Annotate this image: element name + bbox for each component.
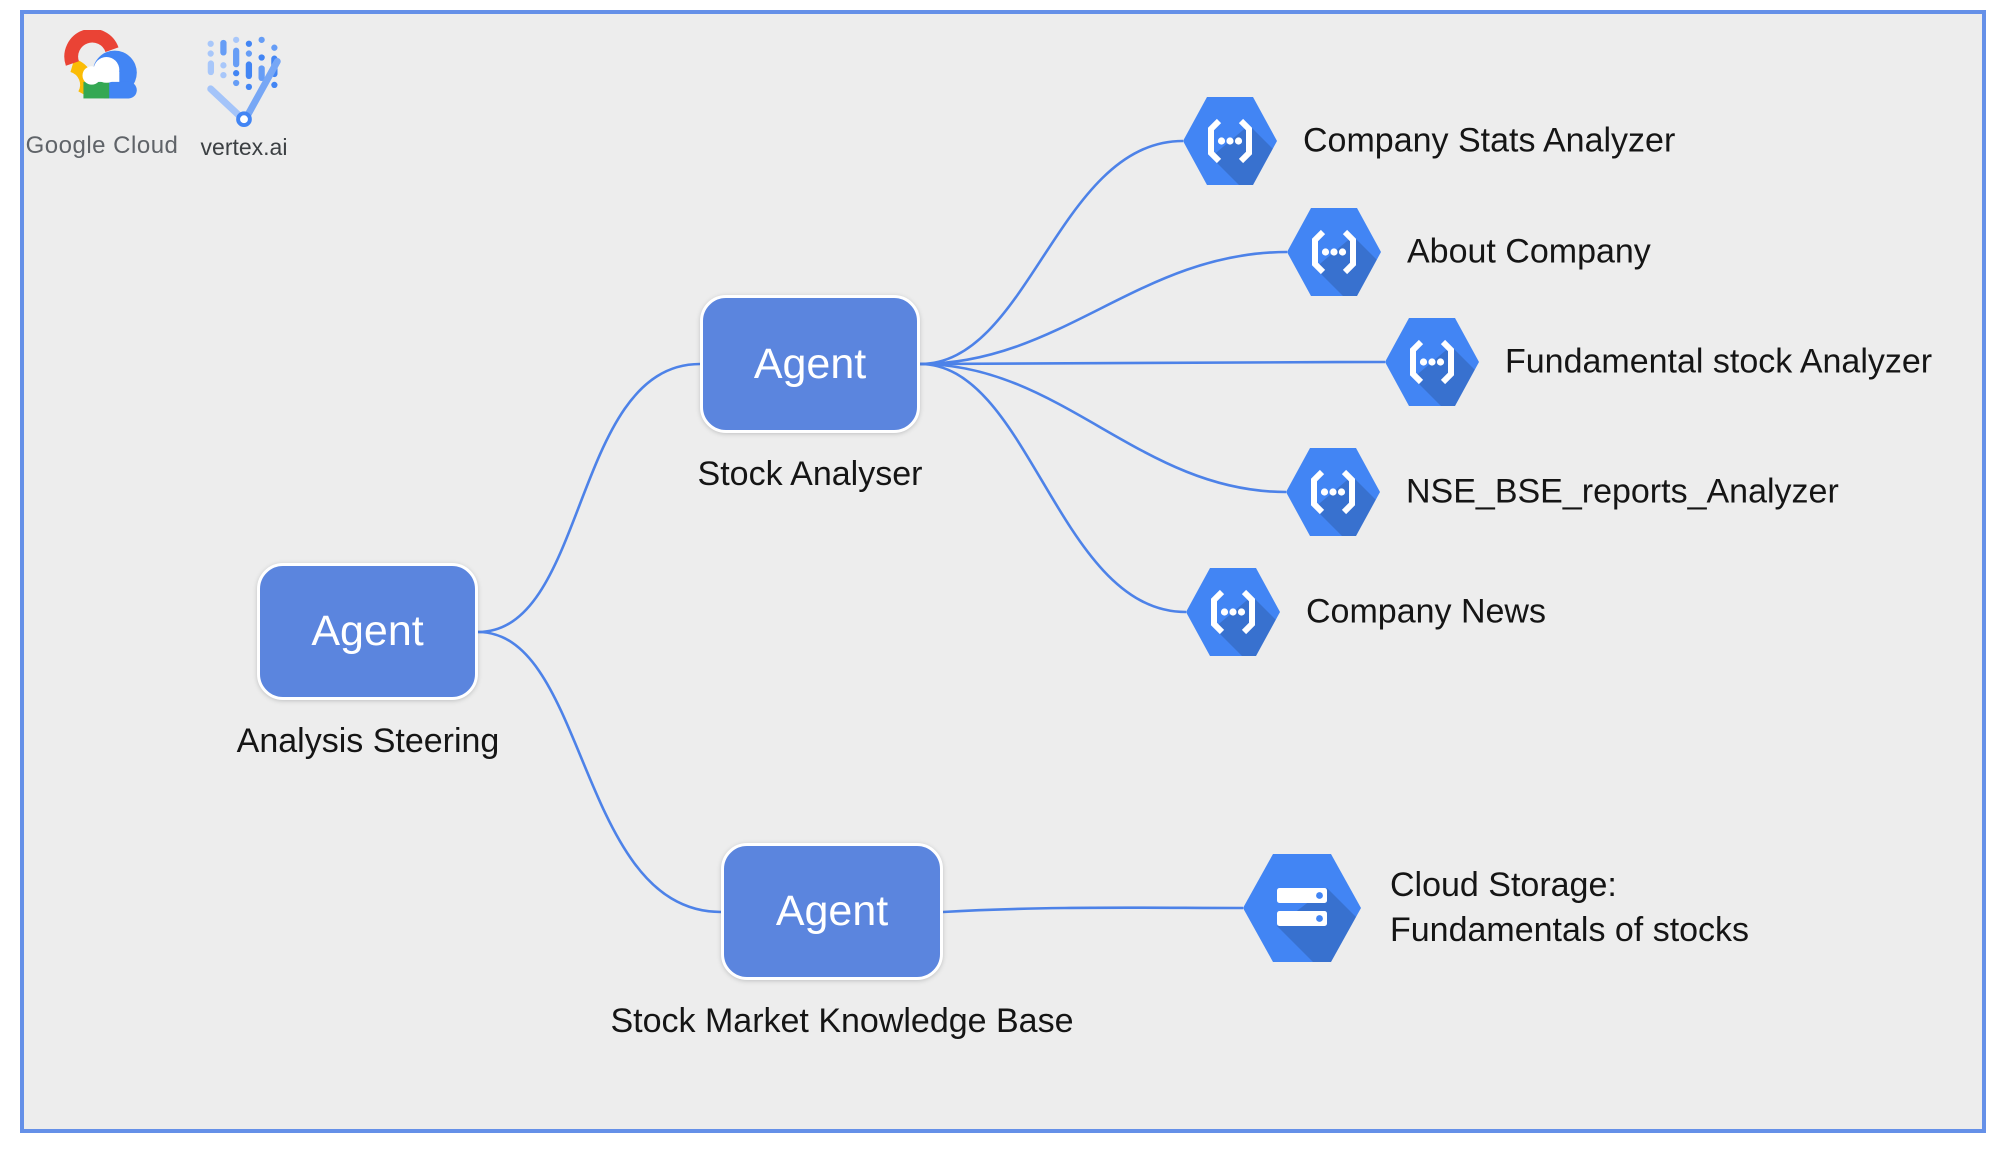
vertex-ai-logo: [207, 36, 281, 128]
api-braces-icon: [1287, 208, 1381, 296]
google-cloud-logo: [64, 30, 137, 99]
vertex-ai-wordmark: vertex.ai: [200, 134, 288, 160]
tool-label-company-news: Company News: [1306, 592, 1546, 631]
agent-node-knowledge-base: Agent: [721, 843, 943, 980]
agent-caption-analysis-steering: Analysis Steering: [236, 722, 500, 760]
google-cloud-wordmark: Google Cloud: [25, 132, 179, 159]
api-braces-icon: [1183, 97, 1277, 185]
agent-caption-stock-analyser: Stock Analyser: [697, 455, 923, 493]
tool-label-nse-bse-reports-analyzer: NSE_BSE_reports_Analyzer: [1406, 472, 1839, 511]
tool-label-company-stats-analyzer: Company Stats Analyzer: [1303, 121, 1676, 160]
cloud-storage-icon: [1243, 854, 1361, 962]
api-braces-icon: [1385, 318, 1479, 406]
agent-node-analysis-steering: Agent: [257, 563, 478, 700]
api-braces-icon: [1286, 448, 1380, 536]
agent-box-label: Agent: [311, 607, 424, 655]
agent-node-stock-analyser: Agent: [700, 295, 920, 433]
agent-box-label: Agent: [775, 887, 889, 935]
agent-box-label: Agent: [753, 339, 867, 388]
agent-caption-knowledge-base: Stock Market Knowledge Base: [610, 1002, 1074, 1040]
cloud-storage-label-line2: Fundamentals of stocks: [1390, 911, 1750, 949]
tool-label-cloud-storage: Cloud Storage: Fundamentals of stocks: [1390, 863, 1749, 953]
cloud-storage-label-line1: Cloud Storage:: [1390, 866, 1617, 905]
api-braces-icon: [1186, 568, 1280, 656]
tool-label-fundamental-stock-analyzer: Fundamental stock Analyzer: [1505, 342, 1933, 381]
tool-label-about-company: About Company: [1407, 232, 1651, 271]
